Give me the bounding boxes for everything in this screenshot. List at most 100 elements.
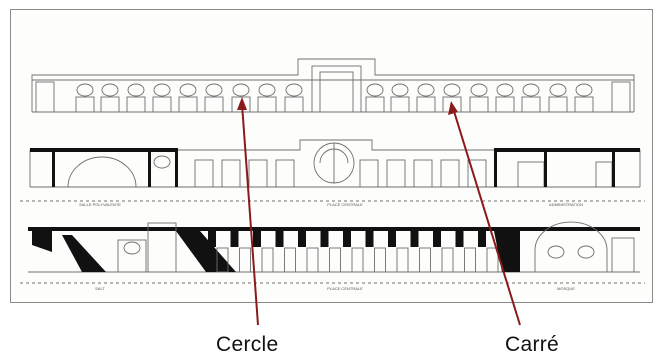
admin-wall-3 <box>612 152 615 187</box>
arcade-cell <box>464 247 476 273</box>
square-bay <box>284 96 304 113</box>
square-bay <box>257 96 277 113</box>
ramp-center <box>176 231 236 272</box>
square-bay <box>152 96 172 113</box>
arcade-bay <box>275 159 295 188</box>
circle-motif <box>179 83 197 97</box>
room-right <box>611 237 635 273</box>
circle-motif <box>417 83 435 97</box>
section-bottom <box>20 221 645 284</box>
dark-mass-left <box>32 231 52 252</box>
arrow-cercle-head <box>237 97 247 110</box>
wall-mid-left <box>148 152 151 187</box>
tower-left <box>147 222 177 273</box>
circle-motif <box>258 83 276 97</box>
square-bay <box>495 96 515 113</box>
pier-dark <box>410 231 419 247</box>
roof-slab <box>28 227 640 231</box>
pier-dark <box>253 231 261 247</box>
circle-motif <box>577 245 595 259</box>
square-bay <box>365 96 385 113</box>
circle-motif <box>575 83 593 97</box>
arcade-cell <box>284 247 296 273</box>
label-mosque: MOSQUE <box>557 286 575 291</box>
ramp-left <box>62 235 106 272</box>
central-inner-arc <box>319 148 349 164</box>
end-bay-left <box>35 81 55 113</box>
pier-dark <box>433 231 441 247</box>
elevation-outline <box>31 58 635 112</box>
roof-slab-left <box>30 148 178 152</box>
circle-motif <box>285 83 303 97</box>
arcade-bay <box>248 159 268 188</box>
pier-dark <box>388 231 396 247</box>
label-place-centrale-bottom: PLACE CENTRALE <box>327 286 363 291</box>
admin-room-2 <box>595 161 613 188</box>
central-portal-square <box>311 65 362 113</box>
admin-wall-1 <box>494 152 497 187</box>
mosque-dome <box>534 221 608 272</box>
arcade-cell <box>441 247 454 273</box>
arcade-cell <box>239 247 251 273</box>
caption-carre: Carré <box>505 333 560 356</box>
square-bay <box>548 96 568 113</box>
hall-vault <box>67 156 137 188</box>
circle-motif <box>123 241 141 255</box>
square-bay <box>178 96 198 113</box>
pier-dark <box>320 231 329 247</box>
end-bay-right <box>611 81 631 113</box>
pier-dark <box>478 231 486 247</box>
circle-motif <box>522 83 540 97</box>
arrow-carre-head <box>448 101 458 115</box>
arcade-bay <box>359 159 379 188</box>
room-left <box>117 239 147 273</box>
section-outline <box>29 139 641 187</box>
square-bay <box>390 96 410 113</box>
square-bay <box>75 96 95 113</box>
square-bay <box>100 96 120 113</box>
central-portal-inner <box>319 71 354 113</box>
admin-room <box>517 161 545 188</box>
label-administration: ADMINISTRATION <box>549 202 583 207</box>
circle-motif <box>547 245 565 259</box>
arcade-bay <box>194 159 214 188</box>
square-bay <box>231 96 251 113</box>
square-bay <box>126 96 146 113</box>
circle-motif <box>153 83 171 97</box>
arcade-cell <box>486 247 499 273</box>
square-bay <box>204 96 224 113</box>
label-salt: SALT <box>95 286 105 291</box>
circle-motif <box>232 83 250 97</box>
caption-cercle: Cercle <box>216 333 279 356</box>
arcade-bay <box>386 159 406 188</box>
circle-motif <box>366 83 384 97</box>
square-bay <box>469 96 489 113</box>
square-bay <box>521 96 541 113</box>
arcade-bay <box>413 159 433 188</box>
elevation-top <box>31 58 635 113</box>
arrow-carre-shaft <box>452 107 521 326</box>
wall-left <box>52 152 55 187</box>
arcade-cell <box>351 247 364 273</box>
circle-motif <box>205 83 223 97</box>
pier-dark <box>455 231 464 247</box>
arcade-cell <box>216 247 229 273</box>
circle-motif <box>549 83 567 97</box>
admin-wall-2 <box>544 152 547 187</box>
circle-motif <box>76 83 94 97</box>
arcade-cell <box>329 247 341 273</box>
circle-motif <box>101 83 119 97</box>
arrow-cercle-shaft <box>241 103 259 326</box>
arcade-bay <box>440 159 460 188</box>
arcade-cell <box>306 247 319 273</box>
pier-dark <box>230 231 239 247</box>
circle-motif <box>391 83 409 97</box>
pier-dark <box>365 231 374 247</box>
circle-motif <box>153 155 171 169</box>
pier-dark <box>343 231 351 247</box>
roof-slab-right <box>494 148 640 152</box>
pier-dark <box>208 231 216 247</box>
wall-hall-end <box>175 152 178 187</box>
annotation-arrows <box>237 97 521 326</box>
